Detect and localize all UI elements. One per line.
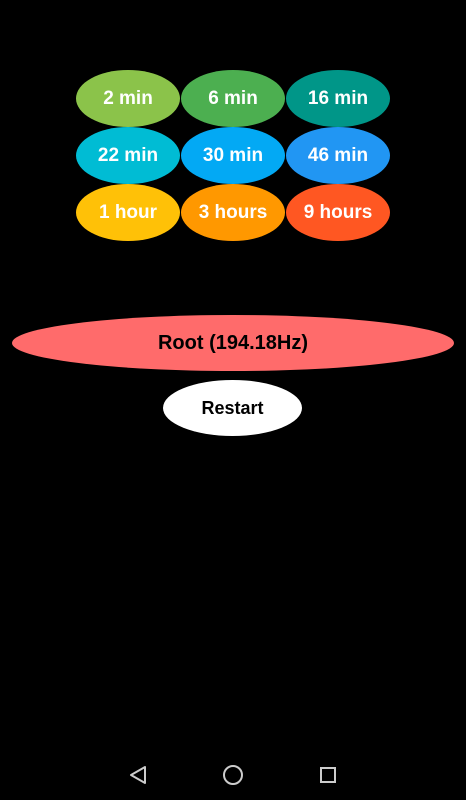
- root-frequency-button[interactable]: Root (194.18Hz): [12, 315, 454, 371]
- timer-button-16-min[interactable]: 16 min: [286, 70, 390, 127]
- timer-button-3-hours[interactable]: 3 hours: [181, 184, 285, 241]
- timer-button-2-min[interactable]: 2 min: [76, 70, 180, 127]
- timer-label: 30 min: [202, 144, 264, 166]
- timer-label: 6 min: [208, 87, 258, 109]
- timer-button-46-min[interactable]: 46 min: [286, 127, 390, 184]
- timer-label: 46 min: [307, 144, 369, 166]
- timer-button-30-min[interactable]: 30 min: [181, 127, 285, 184]
- recent-square-icon: [320, 767, 336, 783]
- system-nav-bar: [0, 750, 466, 800]
- timer-button-9-hours[interactable]: 9 hours: [286, 184, 390, 241]
- timer-button-22-min[interactable]: 22 min: [76, 127, 180, 184]
- timer-label: 16 min: [307, 87, 369, 109]
- nav-back-button[interactable]: [118, 755, 158, 795]
- timer-label: 22 min: [97, 144, 159, 166]
- timer-label: 3 hours: [198, 201, 268, 223]
- back-triangle-icon: [130, 766, 146, 784]
- nav-recent-button[interactable]: [308, 755, 348, 795]
- root-frequency-label: Root (194.18Hz): [157, 331, 309, 354]
- nav-home-button[interactable]: [213, 755, 253, 795]
- restart-button[interactable]: Restart: [163, 380, 302, 436]
- timer-button-1-hour[interactable]: 1 hour: [76, 184, 180, 241]
- restart-label: Restart: [201, 397, 264, 418]
- timer-label: 2 min: [103, 87, 153, 109]
- timer-label: 9 hours: [303, 201, 373, 223]
- timer-button-6-min[interactable]: 6 min: [181, 70, 285, 127]
- timer-label: 1 hour: [98, 201, 158, 223]
- timer-grid: 2 min 6 min 16 min 22 min 30 min 46 min …: [76, 70, 390, 241]
- home-circle-icon: [223, 765, 243, 785]
